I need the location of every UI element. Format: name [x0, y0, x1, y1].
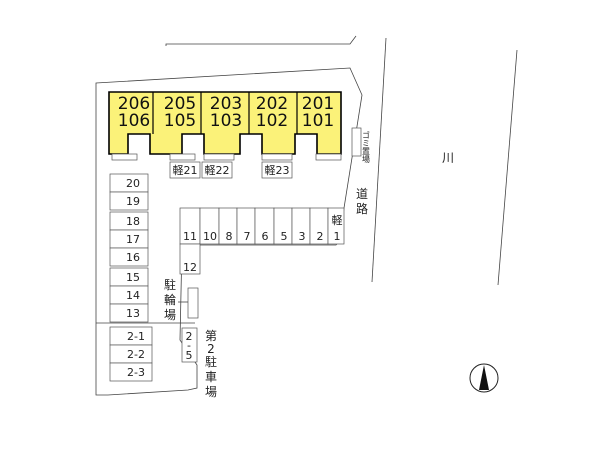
parking-7: 7 — [244, 230, 251, 243]
svg-text:駐: 駐 — [205, 354, 217, 369]
parking-kei22: 軽22 — [205, 164, 230, 177]
bike-parking-area — [187, 287, 199, 319]
parking-2-2: 2-2 — [127, 348, 145, 361]
parking-left-column: 20 19 18 17 16 15 14 13 — [109, 173, 149, 323]
parking-18: 18 — [126, 215, 140, 228]
parking2-label: 第 2 駐 車 場 — [205, 329, 217, 399]
parking-3: 3 — [299, 230, 306, 243]
north-boundary-line — [165, 35, 357, 46]
parking-middle-row: 11 10 8 7 6 5 3 2 軽 1 12 — [179, 207, 345, 275]
garbage-label: ゴミ置場 — [362, 130, 371, 164]
unit-201: 201 — [302, 94, 334, 114]
kei-parking-row: 軽21 軽22 軽23 — [169, 161, 293, 179]
parking-14: 14 — [126, 289, 140, 302]
svg-text:場: 場 — [164, 308, 176, 322]
unit-205: 205 — [164, 94, 196, 114]
parking-2-3: 2-3 — [127, 366, 145, 379]
svg-text:-: - — [187, 339, 191, 352]
parking-16: 16 — [126, 251, 140, 264]
unit-103: 103 — [210, 111, 242, 131]
parking-2-1: 2-1 — [127, 330, 145, 343]
river-edge-line — [497, 49, 518, 286]
parking-17: 17 — [126, 233, 140, 246]
parking-kei23: 軽23 — [265, 164, 290, 177]
parking-kei21: 軽21 — [173, 164, 198, 177]
unit-106: 106 — [118, 111, 150, 131]
parking-kei-1-top: 軽 — [332, 214, 343, 227]
parking-13: 13 — [126, 307, 140, 320]
unit-202: 202 — [256, 94, 288, 114]
parking-6: 6 — [262, 230, 269, 243]
parking-19: 19 — [126, 195, 140, 208]
unit-206: 206 — [118, 94, 150, 114]
parking-20: 20 — [126, 177, 140, 190]
unit-102: 102 — [256, 111, 288, 131]
garbage-area — [351, 127, 362, 157]
apartment-building: 206 106 205 105 203 103 202 102 201 101 — [108, 91, 342, 155]
parking-11: 11 — [183, 230, 197, 243]
north-arrow-icon — [469, 363, 499, 393]
site-boundary — [95, 67, 363, 396]
parking-kei-1-bottom: 1 — [334, 230, 341, 243]
parking-2: 2 — [317, 230, 324, 243]
svg-text:道: 道 — [356, 187, 368, 201]
road-label: 道 路 — [356, 187, 368, 216]
parking2-column: 2-1 2-2 2-3 — [109, 326, 153, 382]
parking-12: 12 — [183, 261, 197, 274]
unit-203: 203 — [210, 94, 242, 114]
parking-2-5 — [181, 327, 198, 363]
unit-101: 101 — [302, 111, 334, 131]
river-label: 川 — [442, 151, 454, 165]
parking-5: 5 — [281, 230, 288, 243]
bike-parking-label: 駐 輪 場 — [164, 277, 176, 322]
unit-105: 105 — [164, 111, 196, 131]
road-edge-line — [371, 37, 387, 283]
building-outline — [108, 91, 342, 155]
svg-text:2: 2 — [186, 330, 193, 343]
svg-text:2: 2 — [207, 342, 215, 356]
svg-text:輪: 輪 — [164, 292, 176, 307]
parking-15: 15 — [126, 271, 140, 284]
svg-text:第: 第 — [205, 329, 217, 343]
svg-text:5: 5 — [186, 349, 193, 362]
svg-text:車: 車 — [205, 370, 217, 384]
parking-8: 8 — [226, 230, 233, 243]
svg-text:路: 路 — [356, 201, 368, 216]
svg-text:駐: 駐 — [164, 277, 176, 292]
parking-10: 10 — [203, 230, 217, 243]
svg-text:場: 場 — [205, 385, 217, 399]
